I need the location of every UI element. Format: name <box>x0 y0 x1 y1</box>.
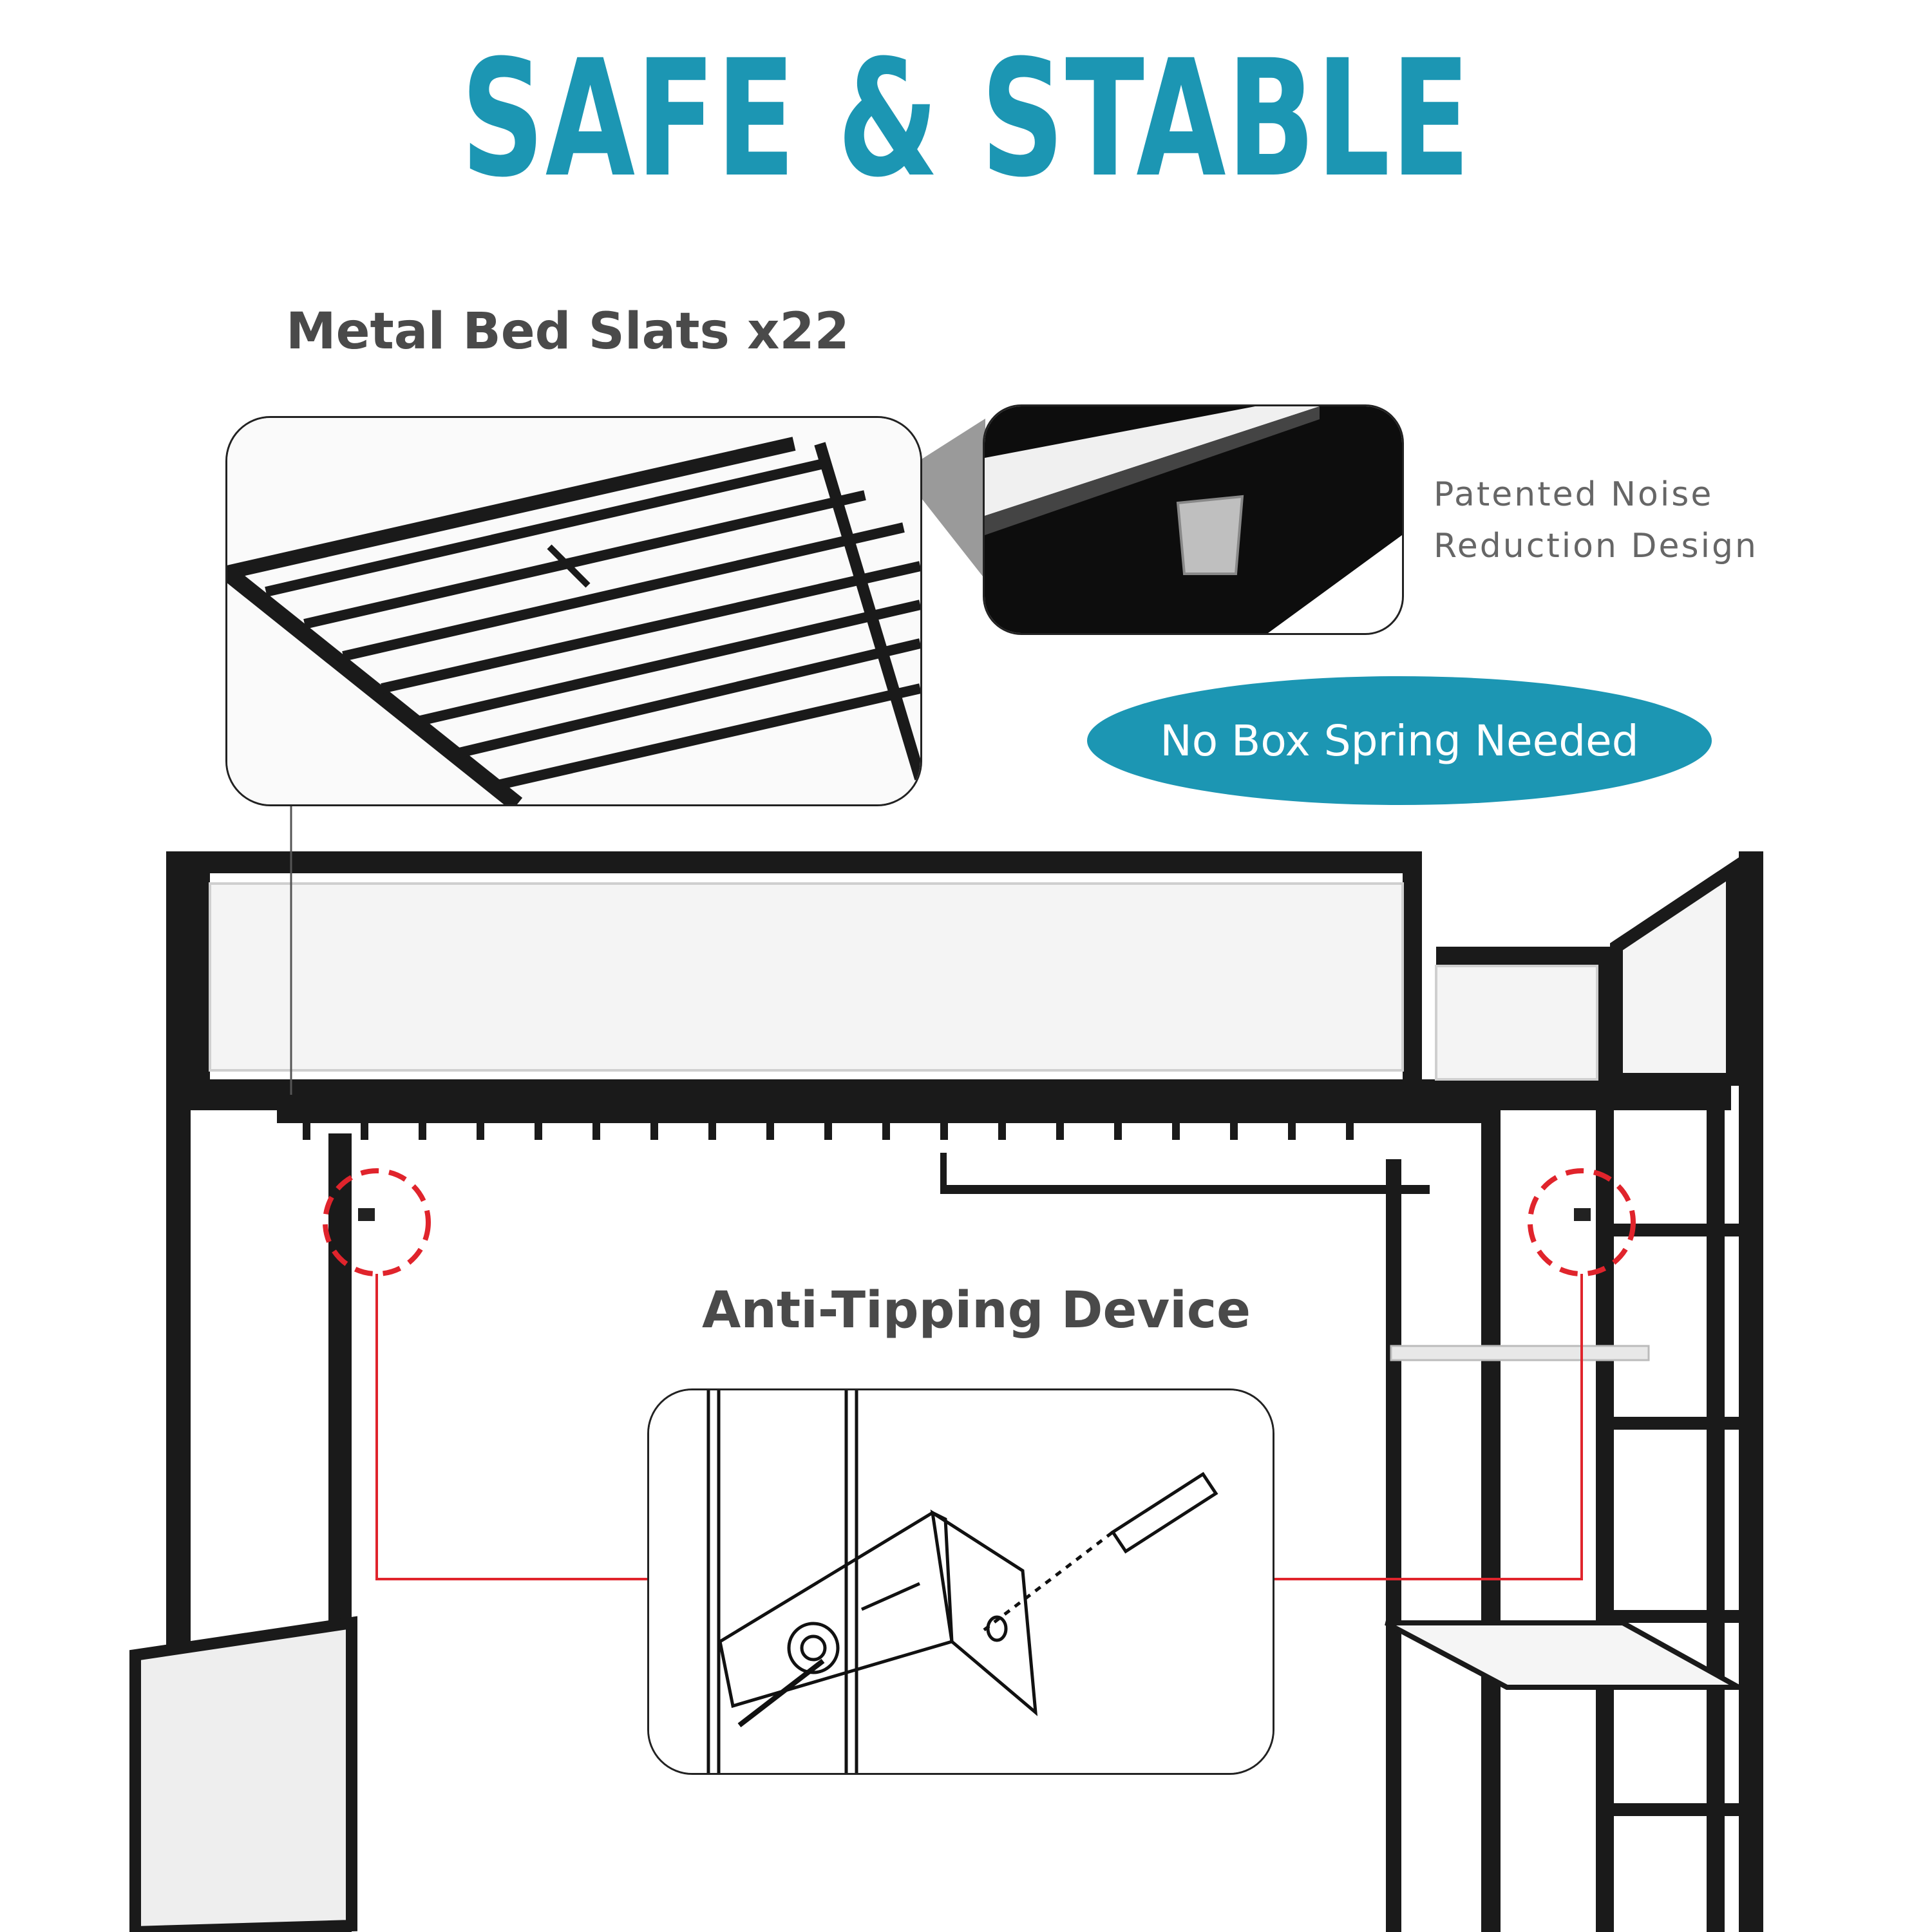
page-title: SAFE & STABLE <box>460 25 1472 213</box>
noise-detail-graphic <box>985 406 1402 633</box>
anti-tip-bracket-graphic <box>649 1390 1273 1773</box>
anti-tip-detail-image <box>647 1388 1274 1775</box>
noise-reduction-note: Patented Noise Reduction Design <box>1434 469 1758 572</box>
slats-detail-image <box>225 416 922 806</box>
noise-note-line2: Reduction Design <box>1434 527 1759 565</box>
box-spring-badge: No Box Spring Needed <box>1087 676 1712 805</box>
box-spring-badge-label: No Box Spring Needed <box>1160 715 1639 766</box>
anti-tip-marker-left <box>323 1168 431 1276</box>
anti-tip-heading: Anti-Tipping Device <box>702 1282 1251 1340</box>
anti-tip-marker-right <box>1528 1168 1636 1276</box>
slats-detail-graphic <box>227 418 920 804</box>
noise-reduction-detail-image <box>983 404 1404 635</box>
slats-heading: Metal Bed Slats x22 <box>286 303 849 361</box>
noise-note-line1: Patented Noise <box>1434 475 1714 514</box>
